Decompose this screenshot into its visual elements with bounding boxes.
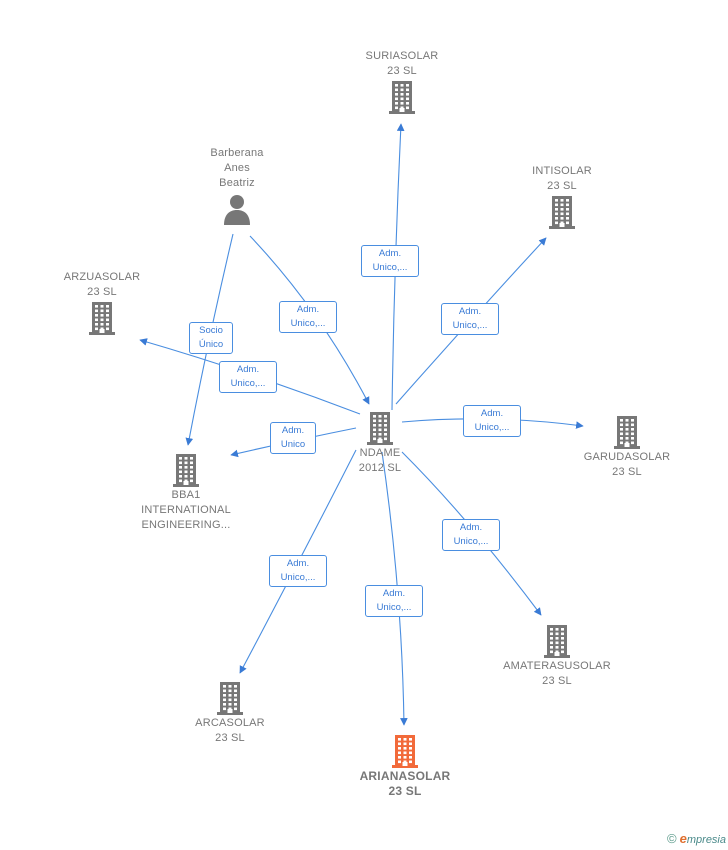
building-icon (614, 416, 640, 449)
brand-initial: e (679, 831, 687, 846)
edge-label-barberana-center[interactable]: Adm.Unico,... (279, 301, 337, 333)
building-icon (392, 735, 418, 768)
brand-name: mpresia (686, 834, 726, 846)
building-icon (389, 81, 415, 114)
building-icon (217, 682, 243, 715)
footer-brand: ©empresia (667, 831, 726, 846)
edge-label-suriasolar[interactable]: Adm.Unico,... (361, 245, 419, 277)
building-icon (549, 196, 575, 229)
building-icon (89, 302, 115, 335)
edge-label-bba1[interactable]: Adm.Unico (270, 422, 316, 454)
edge-label-arcasolar[interactable]: Adm.Unico,... (269, 555, 327, 587)
copyright-icon: © (667, 831, 677, 846)
edge-label-garudasolar[interactable]: Adm.Unico,... (463, 405, 521, 437)
edge-label-amaterasusolar[interactable]: Adm.Unico,... (442, 519, 500, 551)
building-icon (173, 454, 199, 487)
building-icon (367, 412, 393, 445)
person-icon (224, 195, 250, 225)
edge-label-arzuasolar[interactable]: Adm.Unico,... (219, 361, 277, 393)
edge-label-intisolar[interactable]: Adm.Unico,... (441, 303, 499, 335)
edge-label-arianasolar[interactable]: Adm.Unico,... (365, 585, 423, 617)
building-icon (544, 625, 570, 658)
